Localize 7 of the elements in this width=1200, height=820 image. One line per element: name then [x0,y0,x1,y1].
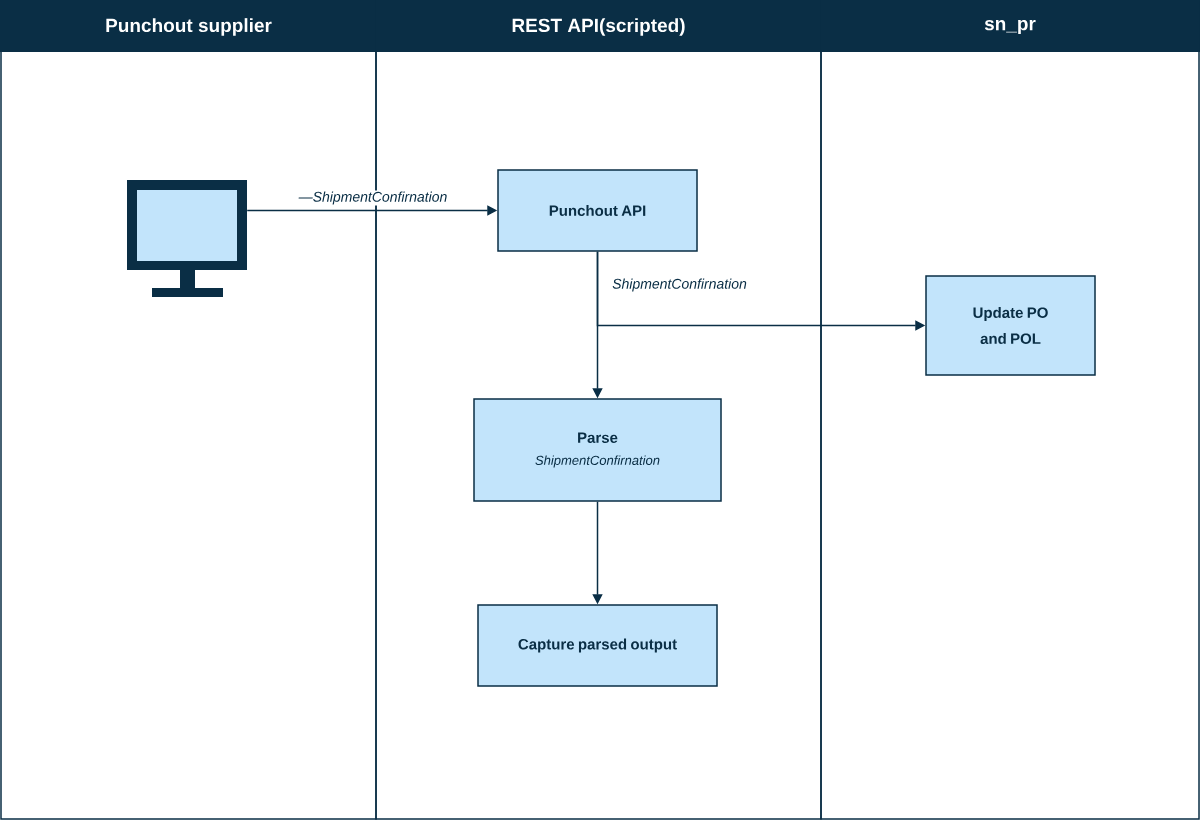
edge-label: ShipmentConfirnation [611,277,748,293]
edge-label: —ShipmentConfirnation [297,190,449,206]
process-box: Update PO and POL [925,275,1096,376]
process-box: Punchout API [497,169,698,252]
process-box: Capture parsed output [477,604,718,687]
process-box: Parse ShipmentConfirnation [473,398,722,502]
computer-monitor-drawing [127,180,247,297]
